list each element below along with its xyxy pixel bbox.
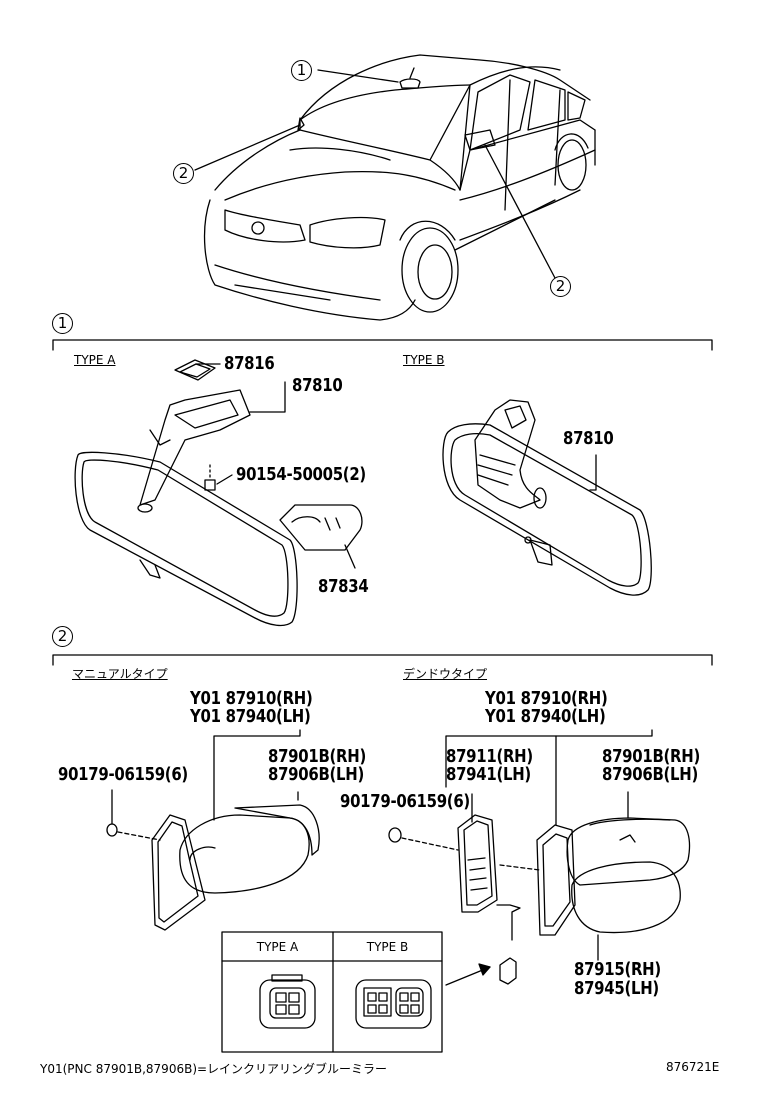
inset-type-b: TYPE B: [366, 940, 409, 954]
inner-mirror-type-a: [74, 359, 363, 627]
type-a-label: TYPE A: [74, 353, 116, 367]
door-mirror-power: [388, 729, 691, 986]
manual-assy-lh: Y01 87940(LH): [190, 706, 311, 727]
manual-mirror-lh: 87906B(LH): [268, 764, 365, 785]
power-mirror-lh: 87906B(LH): [602, 764, 699, 785]
power-assy-rh: Y01 87910(RH): [485, 688, 608, 709]
power-cover-rh: 87911(RH): [446, 746, 533, 767]
manual-assy-rh: Y01 87910(RH): [190, 688, 313, 709]
manual-type-label: マニュアルタイプ: [72, 667, 168, 681]
connector-inset-table: [221, 931, 443, 1053]
power-mirror-rh: 87901B(RH): [602, 746, 700, 767]
manual-mirror-rh: 87901B(RH): [268, 746, 366, 767]
car-illustration: [194, 54, 596, 321]
inner-mirror-type-b: [442, 399, 652, 596]
footer-note: Y01(PNC 87901B,87906B)=レインクリアリングブルーミラー: [40, 1062, 388, 1076]
part-87816: 87816: [224, 353, 275, 374]
power-assy-lh: Y01 87940(LH): [485, 706, 606, 727]
part-87810-type-b: 87810: [563, 428, 614, 449]
callout-1-car: 1: [291, 60, 312, 81]
callout-2-section: 2: [52, 626, 73, 647]
power-outer-rh: 87915(RH): [574, 959, 661, 980]
door-mirror-manual: [106, 729, 320, 931]
power-outer-lh: 87945(LH): [574, 978, 659, 999]
callout-2-car-left: 2: [173, 163, 194, 184]
illustration-code: 876721E: [666, 1060, 720, 1074]
part-87834: 87834: [318, 576, 369, 597]
power-type-label: デンドウタイプ: [403, 667, 488, 681]
section1-bracket: [52, 339, 713, 351]
callout-1-section: 1: [52, 313, 73, 334]
type-b-label: TYPE B: [403, 353, 445, 367]
power-cover-lh: 87941(LH): [446, 764, 531, 785]
power-screw: 90179-06159(6): [340, 791, 470, 812]
part-90154-50005: 90154-50005(2): [236, 464, 366, 485]
manual-screw: 90179-06159(6): [58, 764, 188, 785]
inset-type-a: TYPE A: [256, 940, 299, 954]
callout-2-car-right: 2: [550, 276, 571, 297]
part-87810-type-a: 87810: [292, 375, 343, 396]
section2-bracket: [52, 654, 713, 666]
